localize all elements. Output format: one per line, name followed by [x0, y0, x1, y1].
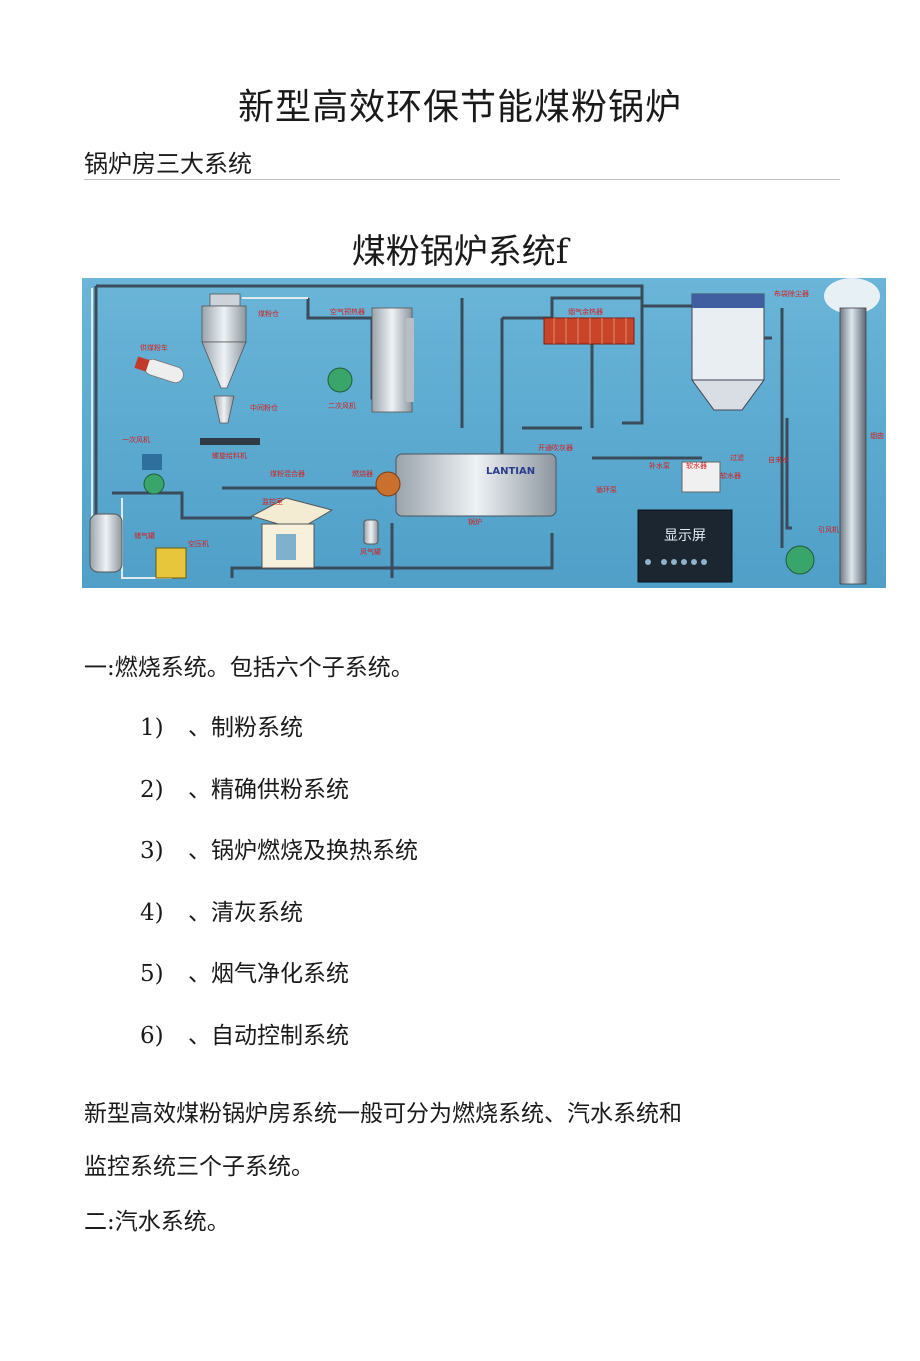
- economizer-label: 烟气余热器: [568, 307, 603, 316]
- induced-fan: [785, 545, 815, 575]
- display-screen-label: 显示屏: [664, 528, 706, 544]
- list-item-text: 、锅炉燃烧及换热系统: [188, 838, 418, 864]
- list-item-number: 2): [140, 777, 164, 803]
- pump-label: 循环泵: [596, 485, 617, 494]
- list-item-text: 、清灰系统: [188, 900, 303, 926]
- boiler-brand: LANTIAN: [486, 466, 535, 477]
- induced-fan-label: 引风机: [818, 525, 839, 534]
- section-2-heading: 二:汽水系统。: [84, 1209, 230, 1235]
- list-item: 5) 、烟气净化系统: [140, 954, 349, 988]
- intermediate-silo-label: 中间粉仓: [250, 403, 278, 412]
- economizer-fins: [553, 318, 627, 344]
- boiler: [375, 453, 557, 517]
- air-compressor-label: 空压机: [188, 539, 209, 548]
- burner-label: 燃烧器: [352, 469, 373, 478]
- list-item-number: 5): [140, 961, 164, 987]
- boiler-label: 锅炉: [468, 517, 482, 526]
- list-item: 1) 、制粉系统: [140, 708, 303, 742]
- coal-silo: [200, 293, 260, 445]
- list-item-text: 、精确供粉系统: [188, 777, 349, 803]
- document-subtitle: 锅炉房三大系统: [84, 150, 252, 178]
- list-item-text: 、烟气净化系统: [188, 961, 349, 987]
- air-compressor: [155, 547, 187, 579]
- document-title: 新型高效环保节能煤粉锅炉: [237, 87, 682, 128]
- cleaner-label: 开通吹灰器: [538, 443, 573, 452]
- supply-pump-label: 补水泵: [649, 461, 670, 470]
- list-item: 2) 、精确供粉系统: [140, 770, 349, 804]
- chimney-label: 烟囱: [870, 431, 884, 440]
- list-item: 4) 、清灰系统: [140, 893, 303, 927]
- list-item-number: 3): [140, 838, 164, 864]
- list-item-number: 6): [140, 1023, 164, 1049]
- list-item-number: 4): [140, 900, 164, 926]
- coal-tanker-truck: [134, 356, 184, 384]
- screw-feeder-label: 螺旋给料机: [212, 451, 247, 460]
- bag-filter: [691, 293, 765, 411]
- soft-water-label: 软水器: [686, 461, 707, 470]
- air-preheater: [371, 307, 414, 413]
- boiler-system-diagram: 煤粉仓 中间粉仓 螺旋给料机 供煤粉车 一次风机 煤粉混合器 空气预热器 二次风…: [82, 278, 886, 588]
- gas-tank: [89, 513, 123, 573]
- bag-filter-label: 布袋除尘器: [774, 289, 809, 298]
- chimney: [824, 278, 880, 585]
- tanker-label: 供煤粉车: [140, 343, 168, 352]
- display-screen: [637, 509, 733, 583]
- filter-label: 过滤: [730, 453, 744, 462]
- section-1-heading: 一:燃烧系统。包括六个子系统。: [84, 655, 414, 681]
- gas-tank-label: 储气罐: [134, 531, 155, 540]
- control-room: [250, 497, 334, 569]
- list-item-text: 、制粉系统: [188, 715, 303, 741]
- diagram-title: 煤粉锅炉系统f: [351, 232, 569, 272]
- air-pump-label: 风气罐: [360, 547, 381, 556]
- air-preheater-label: 空气预热器: [330, 307, 365, 316]
- list-item-text: 、自动控制系统: [188, 1023, 349, 1049]
- divider-line: [84, 179, 840, 180]
- tap-water-label: 自来水: [768, 455, 789, 464]
- mixer-label: 煤粉混合器: [270, 469, 305, 478]
- secondary-fan: [327, 367, 353, 393]
- list-item: 6) 、自动控制系统: [140, 1016, 349, 1050]
- soft-water-unit: [681, 461, 721, 493]
- secondary-fan-label: 二次风机: [328, 401, 356, 410]
- list-item: 3) 、锅炉燃烧及换热系统: [140, 831, 418, 865]
- economizer: [543, 317, 635, 345]
- list-item-number: 1): [140, 715, 164, 741]
- primary-fan-label: 一次风机: [122, 435, 150, 444]
- air-pump: [363, 519, 379, 545]
- coal-silo-label: 煤粉仓: [258, 309, 279, 318]
- soft-water-label-2: 软水器: [720, 471, 741, 480]
- paragraph-line-2: 监控系统三个子系统。: [84, 1154, 314, 1180]
- control-room-label: 监控室: [262, 497, 283, 506]
- paragraph-line-1: 新型高效煤粉锅炉房系统一般可分为燃烧系统、汽水系统和: [84, 1101, 682, 1127]
- primary-fan: [142, 454, 165, 495]
